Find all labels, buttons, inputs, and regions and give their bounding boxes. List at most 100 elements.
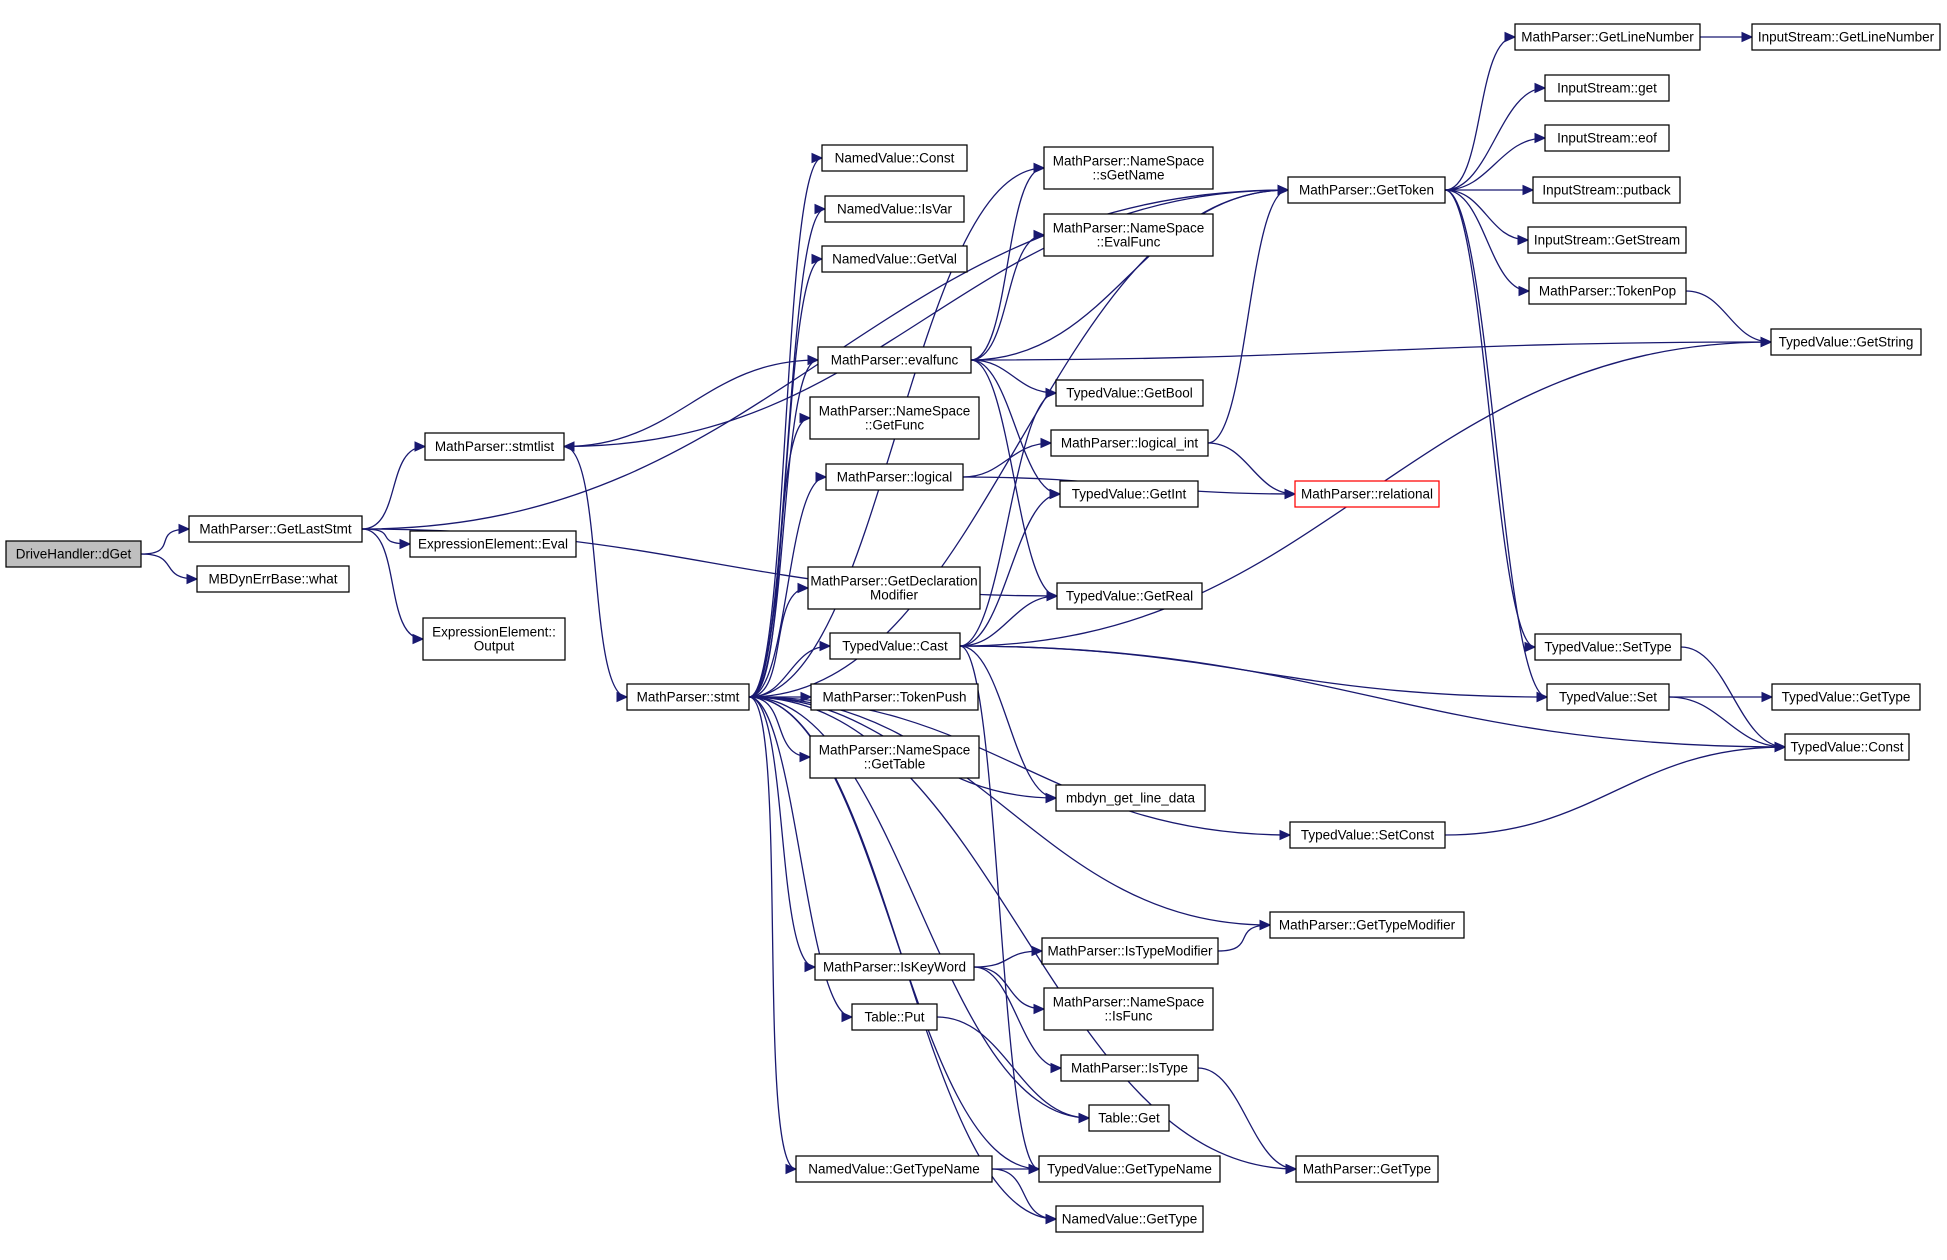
node-nsgetfunc[interactable]: MathParser::NameSpace::GetFunc: [809, 396, 980, 440]
arrowhead-icon: [1518, 285, 1531, 297]
node-tvgetreal[interactable]: TypedValue::GetReal: [1056, 582, 1203, 610]
node-mbdyngetline[interactable]: mbdyn_get_line_data: [1055, 784, 1206, 812]
node-getlinenumber[interactable]: MathParser::GetLineNumber: [1514, 23, 1701, 51]
node-nvgettypename[interactable]: NamedValue::GetTypeName: [795, 1155, 993, 1183]
node-box: [1041, 937, 1219, 965]
node-nsevalfunc[interactable]: MathParser::NameSpace::EvalFunc: [1043, 213, 1214, 257]
node-what[interactable]: MBDynErrBase::what: [196, 565, 350, 593]
node-stmtlist[interactable]: MathParser::stmtlist: [424, 432, 565, 461]
node-label: MathParser::NameSpace: [1053, 221, 1205, 236]
node-label: MathParser::GetLineNumber: [1521, 30, 1694, 45]
node-tvset[interactable]: TypedValue::Set: [1546, 683, 1670, 711]
arrowhead-icon: [1046, 590, 1059, 602]
node-isgetlinenumber[interactable]: InputStream::GetLineNumber: [1751, 23, 1941, 51]
node-tvsettype[interactable]: TypedValue::SetType: [1534, 633, 1682, 661]
node-nsisfunc[interactable]: MathParser::NameSpace::IsFunc: [1043, 987, 1214, 1031]
arrowhead-icon: [785, 1163, 798, 1175]
node-nvconst[interactable]: NamedValue::Const: [821, 144, 968, 172]
node-evalfunc[interactable]: MathParser::evalfunc: [817, 346, 972, 374]
node-relational[interactable]: MathParser::relational: [1294, 480, 1440, 508]
arrowhead-icon: [1761, 691, 1774, 703]
node-tvconst[interactable]: TypedValue::Const: [1784, 733, 1910, 761]
node-label: Modifier: [870, 588, 919, 603]
arrowhead-icon: [797, 582, 810, 594]
arrowhead-icon: [1284, 488, 1297, 500]
edge-gettoken-to-tvset: [1444, 189, 1549, 703]
node-tableput[interactable]: Table::Put: [851, 1003, 938, 1031]
node-getlaststmt[interactable]: MathParser::GetLastStmt: [188, 515, 363, 543]
node-tvgettype[interactable]: TypedValue::GetType: [1771, 683, 1921, 711]
node-tableget[interactable]: Table::Get: [1088, 1104, 1170, 1132]
node-iseof[interactable]: InputStream::eof: [1544, 124, 1670, 152]
edge-tvsetconst-to-tvconst: [1444, 741, 1787, 836]
edge-logical-to-logicalint: [962, 437, 1053, 478]
edge-tvcast-to-tvgetreal: [959, 590, 1059, 647]
node-label: ::IsFunc: [1104, 1009, 1152, 1024]
edge-stmt-to-gettypemod: [748, 696, 1272, 931]
node-tokenpush[interactable]: MathParser::TokenPush: [810, 683, 979, 711]
node-isget[interactable]: InputStream::get: [1544, 74, 1670, 102]
node-box: [1532, 176, 1681, 204]
arrowhead-icon: [1040, 437, 1053, 449]
node-tvgetbool[interactable]: TypedValue::GetBool: [1055, 379, 1204, 407]
edge-tvcast-to-tvgetint: [959, 488, 1062, 647]
node-label: InputStream::GetLineNumber: [1758, 30, 1935, 45]
node-tvgetint[interactable]: TypedValue::GetInt: [1059, 480, 1199, 508]
node-eeeval[interactable]: ExpressionElement::Eval: [409, 530, 577, 558]
node-label: TypedValue::Set: [1559, 690, 1657, 705]
edge-line: [970, 234, 1045, 361]
node-label: NamedValue::Const: [835, 151, 955, 166]
arrowhead-icon: [1536, 691, 1549, 703]
node-nvgettype[interactable]: NamedValue::GetType: [1055, 1205, 1204, 1233]
node-gettoken[interactable]: MathParser::GetToken: [1287, 176, 1446, 204]
edge-evalfunc-to-nssgetname: [970, 162, 1046, 361]
node-box: [1088, 1104, 1170, 1132]
edge-line: [959, 392, 1057, 647]
node-istypemod[interactable]: MathParser::IsTypeModifier: [1041, 937, 1219, 965]
node-tokenpop[interactable]: MathParser::TokenPop: [1528, 277, 1687, 305]
node-isputback[interactable]: InputStream::putback: [1532, 176, 1681, 204]
node-box: [1514, 23, 1701, 51]
edge-line: [936, 1016, 1090, 1119]
node-istype[interactable]: MathParser::IsType: [1060, 1054, 1199, 1082]
node-dget[interactable]: DriveHandler::dGet: [5, 540, 142, 568]
node-iskeyword[interactable]: MathParser::IsKeyWord: [814, 953, 975, 981]
edge-line: [962, 442, 1052, 478]
edge-getlinenumber-to-isgetlinenumber: [1700, 31, 1754, 43]
node-stmt[interactable]: MathParser::stmt: [626, 683, 750, 711]
node-label: MathParser::IsKeyWord: [823, 960, 966, 975]
node-nsgettable[interactable]: MathParser::NameSpace::GetTable: [809, 735, 980, 779]
node-eeoutput[interactable]: ExpressionElement::Output: [422, 617, 566, 661]
node-label: InputStream::putback: [1542, 183, 1671, 198]
node-box: [1528, 277, 1687, 305]
node-box: [1295, 1155, 1439, 1183]
node-box: [1059, 480, 1199, 508]
node-logicalint[interactable]: MathParser::logical_int: [1050, 429, 1209, 457]
arrowhead-icon: [1741, 31, 1754, 43]
node-label: MBDynErrBase::what: [208, 572, 337, 587]
node-tvgettypename[interactable]: TypedValue::GetTypeName: [1038, 1155, 1221, 1183]
node-box: [821, 245, 968, 273]
node-nssgetname[interactable]: MathParser::NameSpace::sGetName: [1043, 146, 1214, 190]
node-box: [829, 632, 961, 660]
node-tvsetconst[interactable]: TypedValue::SetConst: [1289, 821, 1446, 849]
node-nvisvar[interactable]: NamedValue::IsVar: [824, 195, 965, 223]
edge-line: [563, 445, 628, 698]
node-isgetstream[interactable]: InputStream::GetStream: [1527, 226, 1687, 254]
edge-tvsettype-to-tvconst: [1680, 646, 1787, 753]
node-tvgetstring[interactable]: TypedValue::GetString: [1770, 328, 1922, 356]
edge-line: [748, 696, 1297, 1170]
node-label: TypedValue::GetType: [1782, 690, 1911, 705]
edge-evalfunc-to-gettoken: [970, 184, 1290, 361]
edge-tvset-to-tvconst: [1668, 696, 1787, 753]
node-nvgetval[interactable]: NamedValue::GetVal: [821, 245, 968, 273]
edge-nvgettypename-to-tvgettypename: [991, 1163, 1041, 1175]
node-tvcast[interactable]: TypedValue::Cast: [829, 632, 961, 660]
node-label: InputStream::get: [1557, 81, 1657, 96]
node-label: InputStream::eof: [1557, 131, 1657, 146]
node-mpgettype[interactable]: MathParser::GetType: [1295, 1155, 1439, 1183]
edge-line: [970, 189, 1289, 361]
node-logical[interactable]: MathParser::logical: [825, 463, 964, 491]
node-gettypemod[interactable]: MathParser::GetTypeModifier: [1269, 911, 1465, 939]
